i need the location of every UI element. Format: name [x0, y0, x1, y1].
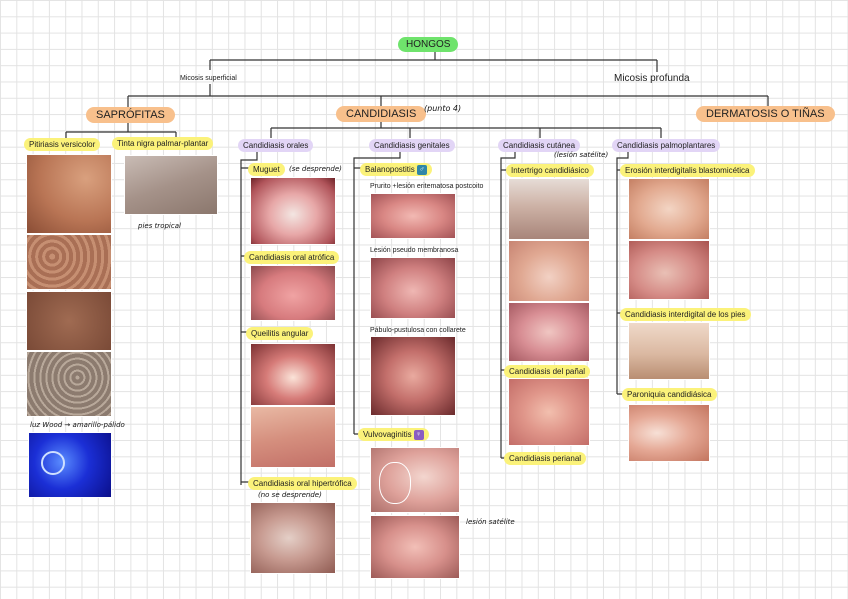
muguet-note: (se desprende) — [289, 165, 342, 173]
label-oral-hipertrofica: Candidiasis oral hipertrófica — [248, 477, 357, 490]
palmo-connector — [616, 150, 629, 395]
photo-tinta-nigra — [124, 155, 218, 215]
label-candidiasis-cutanea: Candidiasis cutánea — [498, 139, 581, 152]
label-candidiasis-palmoplantares: Candidiasis palmoplantares — [612, 139, 721, 152]
photo-queilitis-2 — [250, 406, 336, 468]
vulvovaginitis-text: Vulvovaginitis — [363, 430, 412, 439]
photo-intertrigo-3 — [508, 302, 590, 362]
photo-pabulo-pustulosa — [370, 336, 456, 416]
hipertrofica-note: (no se desprende) — [258, 491, 322, 499]
label-candidiasis-orales: Candidiasis orales — [238, 139, 314, 152]
photo-prurito — [370, 193, 456, 239]
photo-vulvovaginitis-2 — [370, 515, 460, 579]
label-erosion: Erosión interdigitalis blastomicética — [620, 164, 755, 177]
label-interdigital-pies: Candidiasis interdigital de los pies — [620, 308, 751, 321]
photo-muguet — [250, 177, 336, 245]
tinta-note: pies tropical — [138, 222, 181, 230]
photo-pitiriasis-skin — [26, 351, 112, 417]
balanopostitis-text: Balanopostitis — [365, 165, 415, 174]
cutanea-note: (lesión satélite) — [554, 151, 609, 159]
photo-intertrigo-1 — [508, 178, 590, 240]
branch-profunda: Micosis profunda — [614, 73, 690, 84]
group-saprofitas: SAPRÓFITAS — [86, 107, 175, 123]
saprofitas-connector — [65, 121, 177, 138]
branch-superficial: Micosis superficial — [180, 75, 237, 82]
label-balanopostitis: Balanopostitis♂ — [360, 163, 432, 176]
label-paroniquia: Paroniquia candidiásica — [622, 388, 717, 401]
label-pitiriasis: Pitiriasis versicolor — [24, 138, 101, 151]
label-pabulo-pustulosa: Pábulo-pustulosa con collarete — [370, 327, 466, 334]
photo-pitiriasis-neck — [26, 234, 112, 290]
label-pseudo-membranosa: Lesión pseudo membranosa — [370, 247, 459, 254]
superficial-connector — [127, 84, 769, 107]
photo-oral-hipertrofica — [250, 502, 336, 574]
photo-vulvovaginitis-1 — [370, 447, 460, 513]
candidiasis-note: (punto 4) — [424, 104, 462, 113]
photo-paroniquia — [628, 404, 710, 462]
photo-intertrigo-2 — [508, 240, 590, 302]
label-tinta-nigra: Tinta nigra palmar-plantar — [112, 137, 214, 150]
photo-pitiriasis-chest — [26, 291, 112, 351]
photo-interdigital-pies — [628, 322, 710, 380]
wood-note: luz Wood → amarillo-pálido — [30, 421, 125, 429]
photo-erosion-2 — [628, 240, 710, 300]
root-connector — [209, 50, 658, 72]
group-dermatosis: DERMATOSIS O TIÑAS — [696, 106, 835, 122]
label-intertrigo: Intertrigo candidiásico — [506, 164, 594, 177]
photo-wood-lamp — [28, 432, 112, 498]
label-muguet: Muguet — [248, 163, 285, 176]
photo-pseudo-membranosa — [370, 257, 456, 319]
cutanea-connector — [500, 150, 516, 459]
photo-pitiriasis-back — [26, 154, 112, 234]
female-icon: ♀ — [413, 429, 424, 440]
label-panal: Candidiasis del pañal — [504, 365, 591, 378]
photo-queilitis-1 — [250, 343, 336, 406]
male-icon: ♂ — [416, 164, 427, 175]
label-prurito: Prurito +lesión eritematosa postcoito — [370, 183, 484, 190]
label-candidiasis-genitales: Candidiasis genitales — [369, 139, 455, 152]
candidiasis-connector — [270, 121, 662, 138]
label-oral-atrofica: Candidiasis oral atrófica — [244, 251, 340, 264]
photo-oral-atrofica — [250, 265, 336, 321]
label-queilitis: Queilitis angular — [246, 327, 314, 340]
group-candidiasis: CANDIDIASIS — [336, 106, 427, 122]
oral-connector — [240, 150, 258, 485]
photo-erosion-1 — [628, 178, 710, 240]
vulvo-note: lesión satélite — [466, 518, 515, 526]
label-perianal: Candidiasis perianal — [504, 452, 587, 465]
label-vulvovaginitis: Vulvovaginitis♀ — [358, 428, 429, 441]
photo-panal — [508, 378, 590, 446]
root-node: HONGOS — [398, 37, 459, 52]
